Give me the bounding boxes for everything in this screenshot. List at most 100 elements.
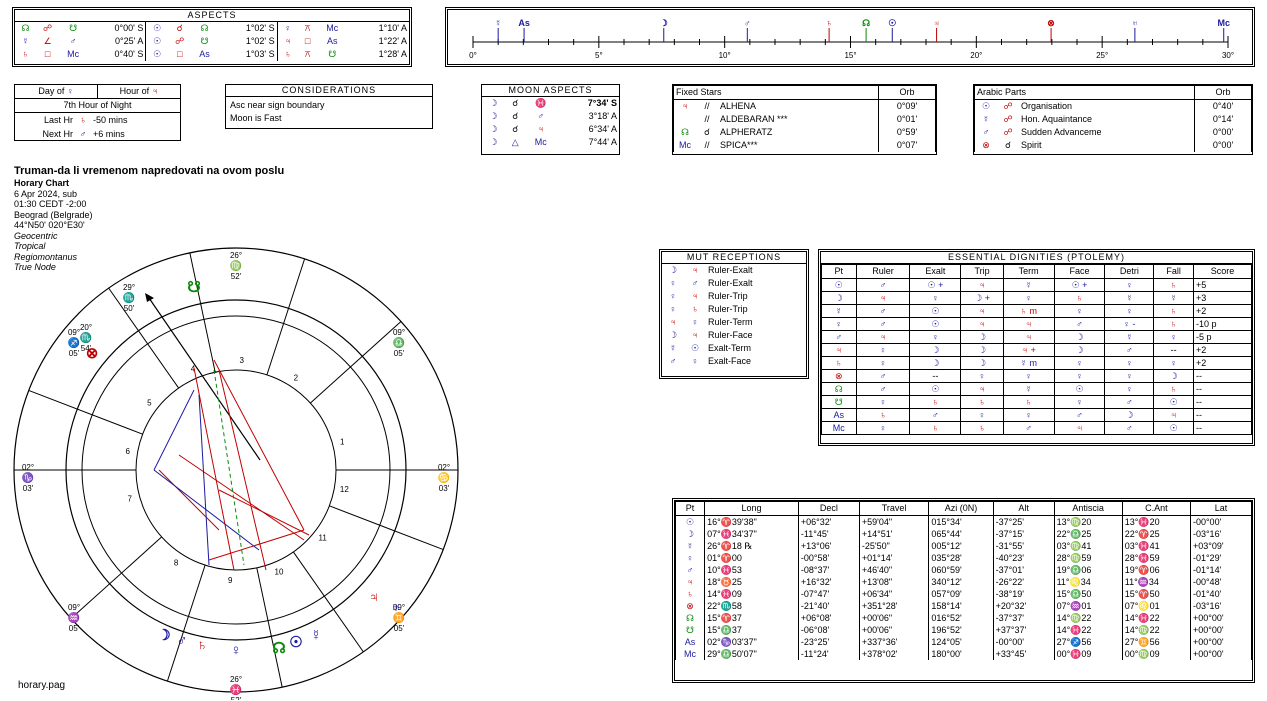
reception-row: ☽♃Ruler-Face (662, 329, 806, 342)
position-header: Pt (674, 501, 706, 516)
position-cell: 00°♓09 (1053, 648, 1123, 660)
position-point: ♃ (674, 576, 706, 588)
item-name: Sudden Advanceme (1019, 126, 1195, 139)
aspect-line (178, 454, 305, 541)
moon-aspect-glyph: ♃ (537, 124, 545, 134)
house-number: 7 (128, 494, 133, 503)
position-cell: -37°15' (992, 528, 1055, 540)
reception-type: Ruler-Term (708, 317, 753, 327)
moon-aspect-glyph: △ (511, 137, 519, 147)
dignity-cell: ♄ (909, 395, 962, 409)
position-cell: 124°05' (928, 636, 994, 648)
moon-aspect-glyph: ☽ (489, 137, 498, 147)
position-cell: +14°51' (858, 528, 930, 540)
chart-date: 6 Apr 2024, sub (14, 188, 78, 199)
chart-details: Horary Chart 6 Apr 2024, sub 01:30 CEDT … (14, 178, 93, 273)
position-header: Long (704, 501, 799, 516)
position-cell: -40°23' (992, 552, 1055, 564)
dignity-cell: ☿ (1153, 291, 1194, 305)
dignity-cell: ☉ (1153, 421, 1194, 435)
dignity-cell: ♂ (855, 369, 911, 383)
chart-setting: True Node (14, 262, 56, 272)
reception-glyph: ♃ (669, 317, 677, 327)
position-point: ☊ (674, 612, 706, 624)
house-cusp (70, 536, 163, 619)
position-cell: 18°♉25 (704, 576, 799, 588)
cusp-minutes: 05' (69, 349, 80, 358)
dignity-cell: -- (1153, 343, 1194, 357)
position-point: As (674, 636, 706, 648)
dignity-cell: ♀ - (1104, 317, 1155, 331)
cusp-label: 09° (68, 603, 80, 612)
position-header: C.Ant (1121, 501, 1191, 516)
item-glyph: ☉ (974, 99, 997, 113)
position-cell: 035°28' (928, 552, 994, 564)
position-cell: +06°32' (797, 515, 860, 528)
position-cell: 15°♎37 (704, 624, 799, 636)
arabic_parts-orb-header: Orb (1194, 85, 1252, 100)
position-row: ♀01°♈00-00°58'+01°14'035°28'-40°23'28°♍5… (674, 552, 1253, 564)
position-cell: +00'06" (858, 612, 930, 624)
position-cell: -38°19' (992, 588, 1055, 600)
sign-icon: ♎ (393, 336, 405, 349)
house-cusp (166, 564, 206, 682)
timeline-planet-icon: ♅ (1132, 18, 1139, 28)
reception-glyph: ♃ (691, 265, 699, 275)
dignity-cell: ♄ (960, 421, 1004, 435)
dignity-cell: ♀ (1153, 356, 1194, 370)
aspects-title: ASPECTS (15, 10, 409, 22)
sign-icon: ♊ (393, 611, 405, 624)
dignity-cell: ♃ (855, 291, 911, 305)
position-cell: 13°♍20 (1053, 515, 1123, 528)
dignity-point: ♀ (821, 317, 857, 331)
position-cell: -03°16' (1189, 528, 1253, 540)
dignity-row: Mc♀♄♄♂♃♂☉-- (821, 421, 1253, 435)
day-of-label: Day of (38, 86, 65, 96)
chart-time: 01:30 CEDT -2:00 (14, 199, 87, 209)
dignity-cell: ♀ (855, 395, 911, 409)
position-cell: 16°♈39'38" (704, 515, 799, 528)
last-hr-value: -50 mins (93, 115, 128, 125)
aspect-glyph: ☌ (176, 23, 183, 33)
item-name: Hon. Aquaintance (1019, 113, 1195, 126)
dignity-row: ♂♃♀☽♃☽☿♀-5 p (821, 330, 1253, 344)
dignity-cell: ♀ (909, 330, 962, 344)
dignity-cell: ♂ (1053, 317, 1106, 331)
position-point: ☿ (674, 540, 706, 552)
dignity-header: Detri (1104, 264, 1155, 279)
planet-icon: ♃ (368, 589, 379, 606)
dignity-cell: -- (1192, 408, 1253, 422)
position-cell: +00°00' (1189, 612, 1253, 624)
item-glyph: // (704, 114, 710, 124)
position-cell: 340°12' (928, 576, 994, 588)
dignity-cell: ☽ (1153, 369, 1194, 383)
planet-icon: ♀ (230, 642, 241, 659)
timeline-label: 25° (1096, 51, 1108, 60)
aspect-glyph: □ (176, 49, 183, 59)
aspect-glyph: ☉ (153, 23, 162, 33)
dignity-cell: +2 (1192, 343, 1253, 357)
dignity-header: Trip (960, 264, 1004, 279)
timeline-planet-icon: ☽ (660, 18, 668, 28)
dignity-header: Ruler (855, 264, 911, 279)
dignity-cell: ☽ (1053, 343, 1106, 357)
aspect-line (153, 389, 195, 471)
chart-place: Beograd (Belgrade) (14, 209, 93, 220)
chart-setting: Tropical (14, 241, 46, 251)
aspect-line (193, 367, 235, 571)
aspect-glyph: ♀ (284, 23, 292, 33)
position-cell: -25'50" (858, 540, 930, 552)
venus-icon: ♀ (66, 86, 74, 96)
timeline-label: 10° (719, 51, 731, 60)
position-cell: -26°22' (992, 576, 1055, 588)
sign-icon: ♑ (22, 471, 34, 484)
position-cell: -00°00' (1189, 515, 1253, 528)
reception-type: Ruler-Face (708, 330, 753, 340)
next-hr-label: Next Hr (42, 129, 73, 139)
dignity-point: ♂ (821, 330, 857, 344)
